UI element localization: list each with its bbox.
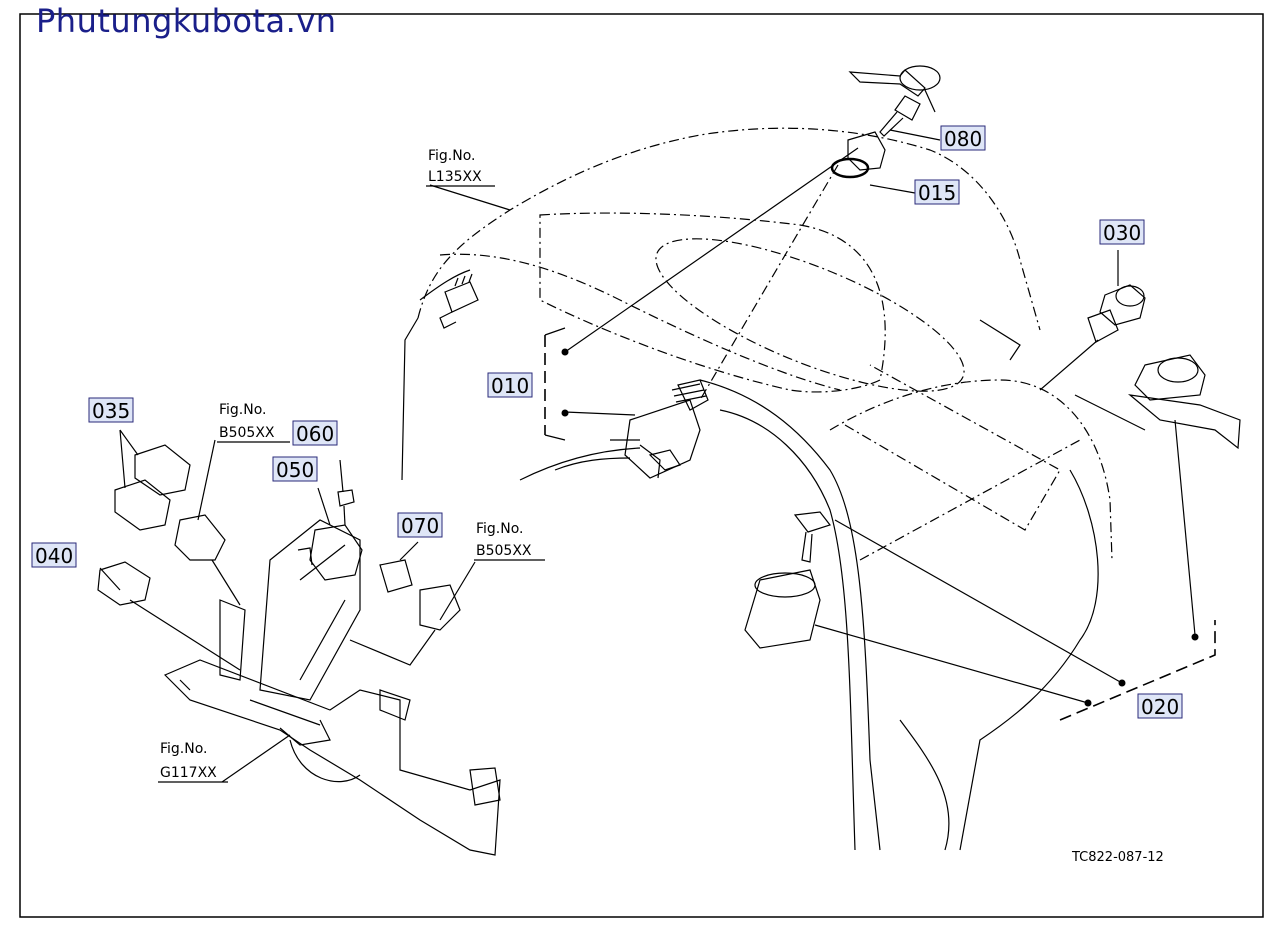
part-tag-040[interactable]: 040 — [31, 542, 77, 568]
part-tag-060[interactable]: 060 — [292, 420, 338, 446]
fig-ref-l135: Fig.No. L135XX — [426, 148, 495, 187]
fig-ref-g117: Fig.No. G117XX — [158, 741, 228, 783]
part-tag-070[interactable]: 070 — [397, 512, 443, 538]
fig-ref-b505-left: Fig.No. B505XX — [217, 402, 290, 443]
svg-text:080: 080 — [944, 127, 982, 151]
svg-text:B505XX: B505XX — [219, 425, 275, 441]
gauge-020 — [744, 511, 831, 649]
part-tag-015[interactable]: 015 — [914, 179, 960, 205]
leader-lines — [99, 129, 1216, 783]
rotary-cap-020 — [1127, 354, 1241, 450]
svg-text:015: 015 — [918, 181, 956, 205]
svg-text:050: 050 — [276, 458, 314, 482]
fig-ref-b505-right: Fig.No. B505XX — [474, 521, 545, 561]
drawing-frame — [19, 13, 1264, 918]
relays-035 — [114, 444, 226, 561]
part-tag-035[interactable]: 035 — [88, 397, 134, 423]
hood-connector — [439, 273, 479, 329]
dashboard-outline — [401, 127, 1113, 851]
svg-text:020: 020 — [1141, 695, 1179, 719]
svg-text:030: 030 — [1103, 221, 1141, 245]
svg-text:010: 010 — [491, 374, 529, 398]
svg-text:070: 070 — [401, 514, 439, 538]
svg-text:Fig.No.: Fig.No. — [428, 148, 476, 164]
leader-dots — [561, 348, 1199, 707]
part-tag-080[interactable]: 080 — [940, 125, 986, 151]
svg-text:B505XX: B505XX — [476, 543, 532, 559]
drawing-code: TC822-087-12 — [1071, 850, 1164, 865]
components-050-060-070 — [297, 489, 461, 631]
part-tag-030[interactable]: 030 — [1099, 219, 1145, 245]
part-tag-020[interactable]: 020 — [1137, 693, 1183, 719]
svg-text:G117XX: G117XX — [160, 765, 217, 781]
svg-text:Fig.No.: Fig.No. — [476, 521, 524, 537]
part-tag-050[interactable]: 050 — [272, 456, 318, 482]
key-set-080 — [848, 65, 941, 137]
svg-text:Fig.No.: Fig.No. — [219, 402, 267, 418]
svg-text:035: 035 — [92, 399, 130, 423]
svg-text:040: 040 — [35, 544, 73, 568]
switch-030 — [1087, 284, 1146, 343]
part-tag-010[interactable]: 010 — [487, 372, 533, 398]
ignition-cap — [830, 131, 886, 179]
svg-text:Fig.No.: Fig.No. — [160, 741, 208, 757]
ignition-switch-010 — [610, 379, 709, 479]
site-watermark: Phutungkubota.vn — [36, 2, 337, 40]
svg-text:060: 060 — [296, 422, 334, 446]
mounting-bracket — [163, 519, 501, 856]
component-040 — [97, 561, 151, 606]
svg-text:L135XX: L135XX — [428, 169, 482, 185]
